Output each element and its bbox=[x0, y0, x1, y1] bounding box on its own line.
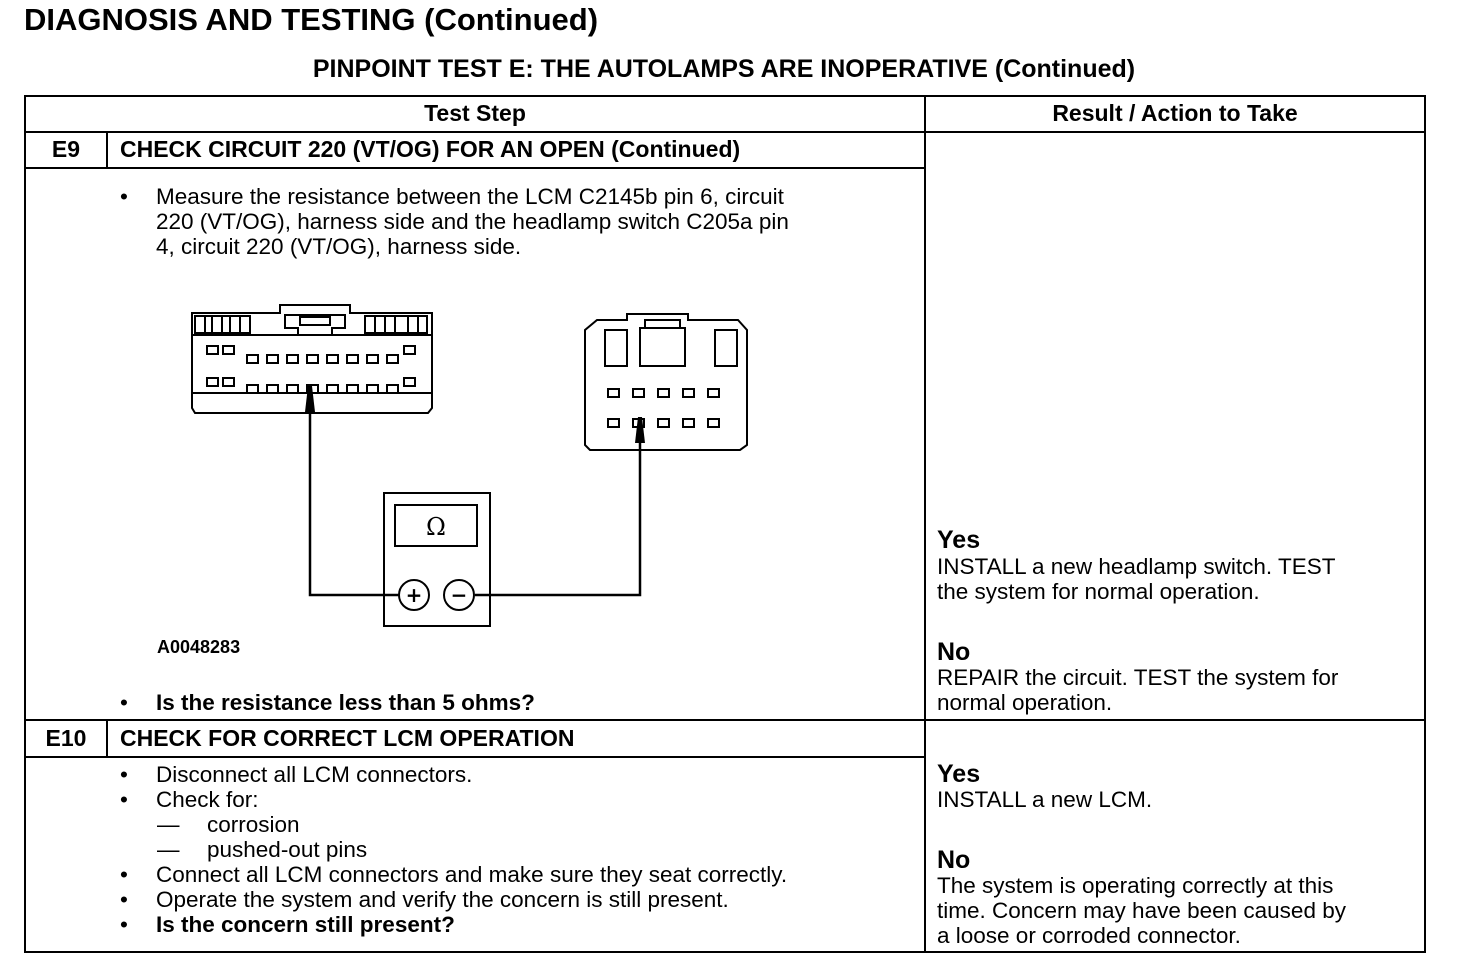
headlamp-switch-connector-c205a bbox=[584, 313, 748, 451]
negative-terminal-icon: − bbox=[451, 583, 468, 607]
positive-terminal-icon: + bbox=[406, 583, 423, 607]
ohm-symbol: Ω bbox=[426, 513, 446, 541]
pinpoint-test-title: PINPOINT TEST E: THE AUTOLAMPS ARE INOPE… bbox=[312, 55, 1136, 83]
column-header-test-step: Test Step bbox=[424, 100, 526, 126]
e9-no-label: No bbox=[937, 638, 971, 666]
e10-no-label: No bbox=[937, 846, 971, 874]
step-title-e9: CHECK CIRCUIT 220 (VT/OG) FOR AN OPEN (C… bbox=[120, 136, 741, 162]
lcm-connector-c2145b bbox=[191, 304, 433, 414]
e10-no-line-1: The system is operating correctly at thi… bbox=[937, 873, 1334, 898]
e9-no-line-2: normal operation. bbox=[937, 690, 1113, 715]
e9-question-text: Is the resistance less than 5 ohms? bbox=[156, 690, 535, 715]
step-id-e10: E10 bbox=[45, 725, 87, 751]
e10-yes-line-1: INSTALL a new LCM. bbox=[937, 787, 1153, 812]
ohmmeter bbox=[383, 492, 491, 627]
e9-instruction-line-3: 4, circuit 220 (VT/OG), harness side. bbox=[156, 234, 522, 259]
e10-instructions: • Disconnect all LCM connectors. • Check… bbox=[120, 762, 788, 937]
resistance-measurement-diagram: Ω + − bbox=[191, 304, 748, 627]
e9-no-line-1: REPAIR the circuit. TEST the system for bbox=[937, 665, 1339, 690]
test-leads bbox=[308, 398, 642, 597]
e10-yes-label: Yes bbox=[937, 760, 981, 788]
e9-no-action: REPAIR the circuit. TEST the system for … bbox=[937, 665, 1338, 715]
e9-yes-label: Yes bbox=[937, 526, 981, 554]
e10-no-line-2: time. Concern may have been caused by bbox=[937, 898, 1346, 923]
step-title-e10: CHECK FOR CORRECT LCM OPERATION bbox=[120, 725, 575, 751]
e10-yes-action: INSTALL a new LCM. bbox=[937, 787, 1152, 812]
e10-question-text: Is the concern still present? bbox=[156, 912, 455, 937]
probe-tips bbox=[305, 386, 645, 443]
figure-id: A0048283 bbox=[157, 637, 241, 657]
e9-instruction-line-1: Measure the resistance between the LCM C… bbox=[156, 184, 784, 209]
e10-no-action: The system is operating correctly at thi… bbox=[937, 873, 1346, 948]
e9-yes-line-1: INSTALL a new headlamp switch. TEST bbox=[937, 554, 1336, 579]
column-header-result: Result / Action to Take bbox=[1052, 100, 1298, 126]
step-id-e9: E9 bbox=[51, 136, 81, 162]
e9-instruction-line-2: 220 (VT/OG), harness side and the headla… bbox=[156, 209, 789, 234]
e10-no-line-3: a loose or corroded connector. bbox=[937, 923, 1241, 948]
e9-yes-line-2: the system for normal operation. bbox=[937, 579, 1260, 604]
bullet: • bbox=[120, 184, 128, 209]
e9-yes-action: INSTALL a new headlamp switch. TEST the … bbox=[937, 554, 1336, 604]
bullet: • bbox=[120, 690, 128, 715]
page-title: DIAGNOSIS AND TESTING (Continued) bbox=[24, 2, 599, 37]
